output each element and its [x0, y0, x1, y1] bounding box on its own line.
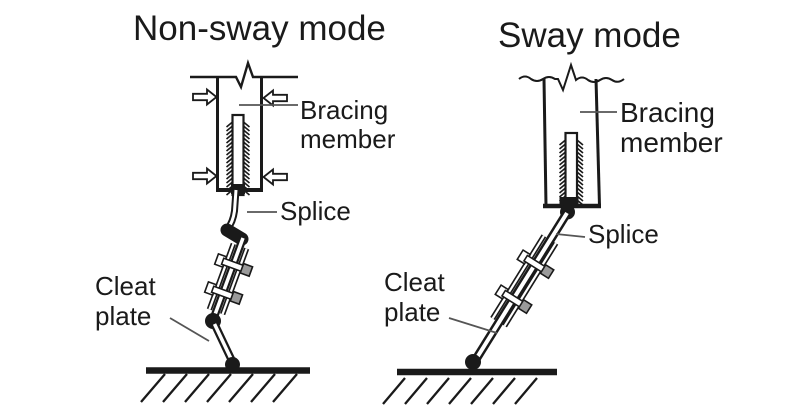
- non-sway-title: Non-sway mode: [133, 9, 386, 48]
- bolt-nut: [517, 298, 533, 315]
- bolt: [203, 280, 244, 306]
- break-symbol-line: [190, 59, 298, 91]
- splice-label: Splice: [280, 196, 351, 226]
- bracing-rod: [564, 131, 579, 208]
- spliced-member-core: [471, 211, 569, 366]
- column-edge-left: [542, 78, 548, 207]
- break-symbol-line: [518, 61, 625, 93]
- ground-hatching: [140, 373, 298, 403]
- bracing-rod-hatch-right: [242, 121, 251, 196]
- cleat-leader-line: [169, 317, 210, 342]
- bracing-rod-hatch-right: [576, 139, 584, 206]
- splice-label: Splice: [588, 219, 659, 249]
- load-arrow-icon: [262, 167, 288, 187]
- cleat-plate-inner-core: [208, 243, 235, 310]
- cleat-plate-outer-core: [503, 242, 557, 327]
- bracing-label-line1: Bracing: [300, 95, 388, 125]
- cleat-label-line1: Cleat: [384, 267, 445, 297]
- cleat-label-line1: Cleat: [95, 271, 156, 301]
- bolt: [494, 283, 533, 315]
- column-edge-right: [594, 78, 601, 207]
- bracing-label-line1: Bracing: [620, 97, 715, 128]
- load-arrow-icon: [262, 88, 288, 108]
- spliced-member-core: [211, 237, 245, 321]
- sway-title: Sway mode: [498, 16, 681, 55]
- cleat-plate-outer-core: [221, 248, 248, 315]
- load-arrow-icon: [192, 87, 218, 107]
- load-arrow-icon: [192, 166, 218, 186]
- bolt: [516, 248, 555, 280]
- bolt: [213, 252, 254, 278]
- bracing-label-line2: member: [620, 127, 723, 158]
- cleat-leader-line: [448, 317, 498, 334]
- ground-pin-blob: [465, 354, 481, 370]
- bolt-nut: [229, 290, 244, 306]
- splice-leader-line: [555, 233, 586, 238]
- bracing-label-line2: member: [300, 124, 396, 154]
- bracing-rod: [231, 113, 245, 197]
- bolt-nut: [239, 262, 254, 278]
- ground-hatching: [382, 377, 538, 405]
- rod-base-blob: [559, 197, 579, 208]
- sway-panel: Sway mode: [382, 16, 723, 405]
- bracing-rod-hatch-left: [225, 121, 234, 196]
- cleat-label-line2: plate: [95, 301, 151, 331]
- bolt-nut: [539, 263, 555, 280]
- cleat-label-line2: plate: [384, 297, 440, 327]
- cleat-plate-inner-core: [491, 235, 545, 320]
- rod-base-blob: [231, 184, 245, 194]
- non-sway-panel: Non-sway mode: [95, 9, 396, 403]
